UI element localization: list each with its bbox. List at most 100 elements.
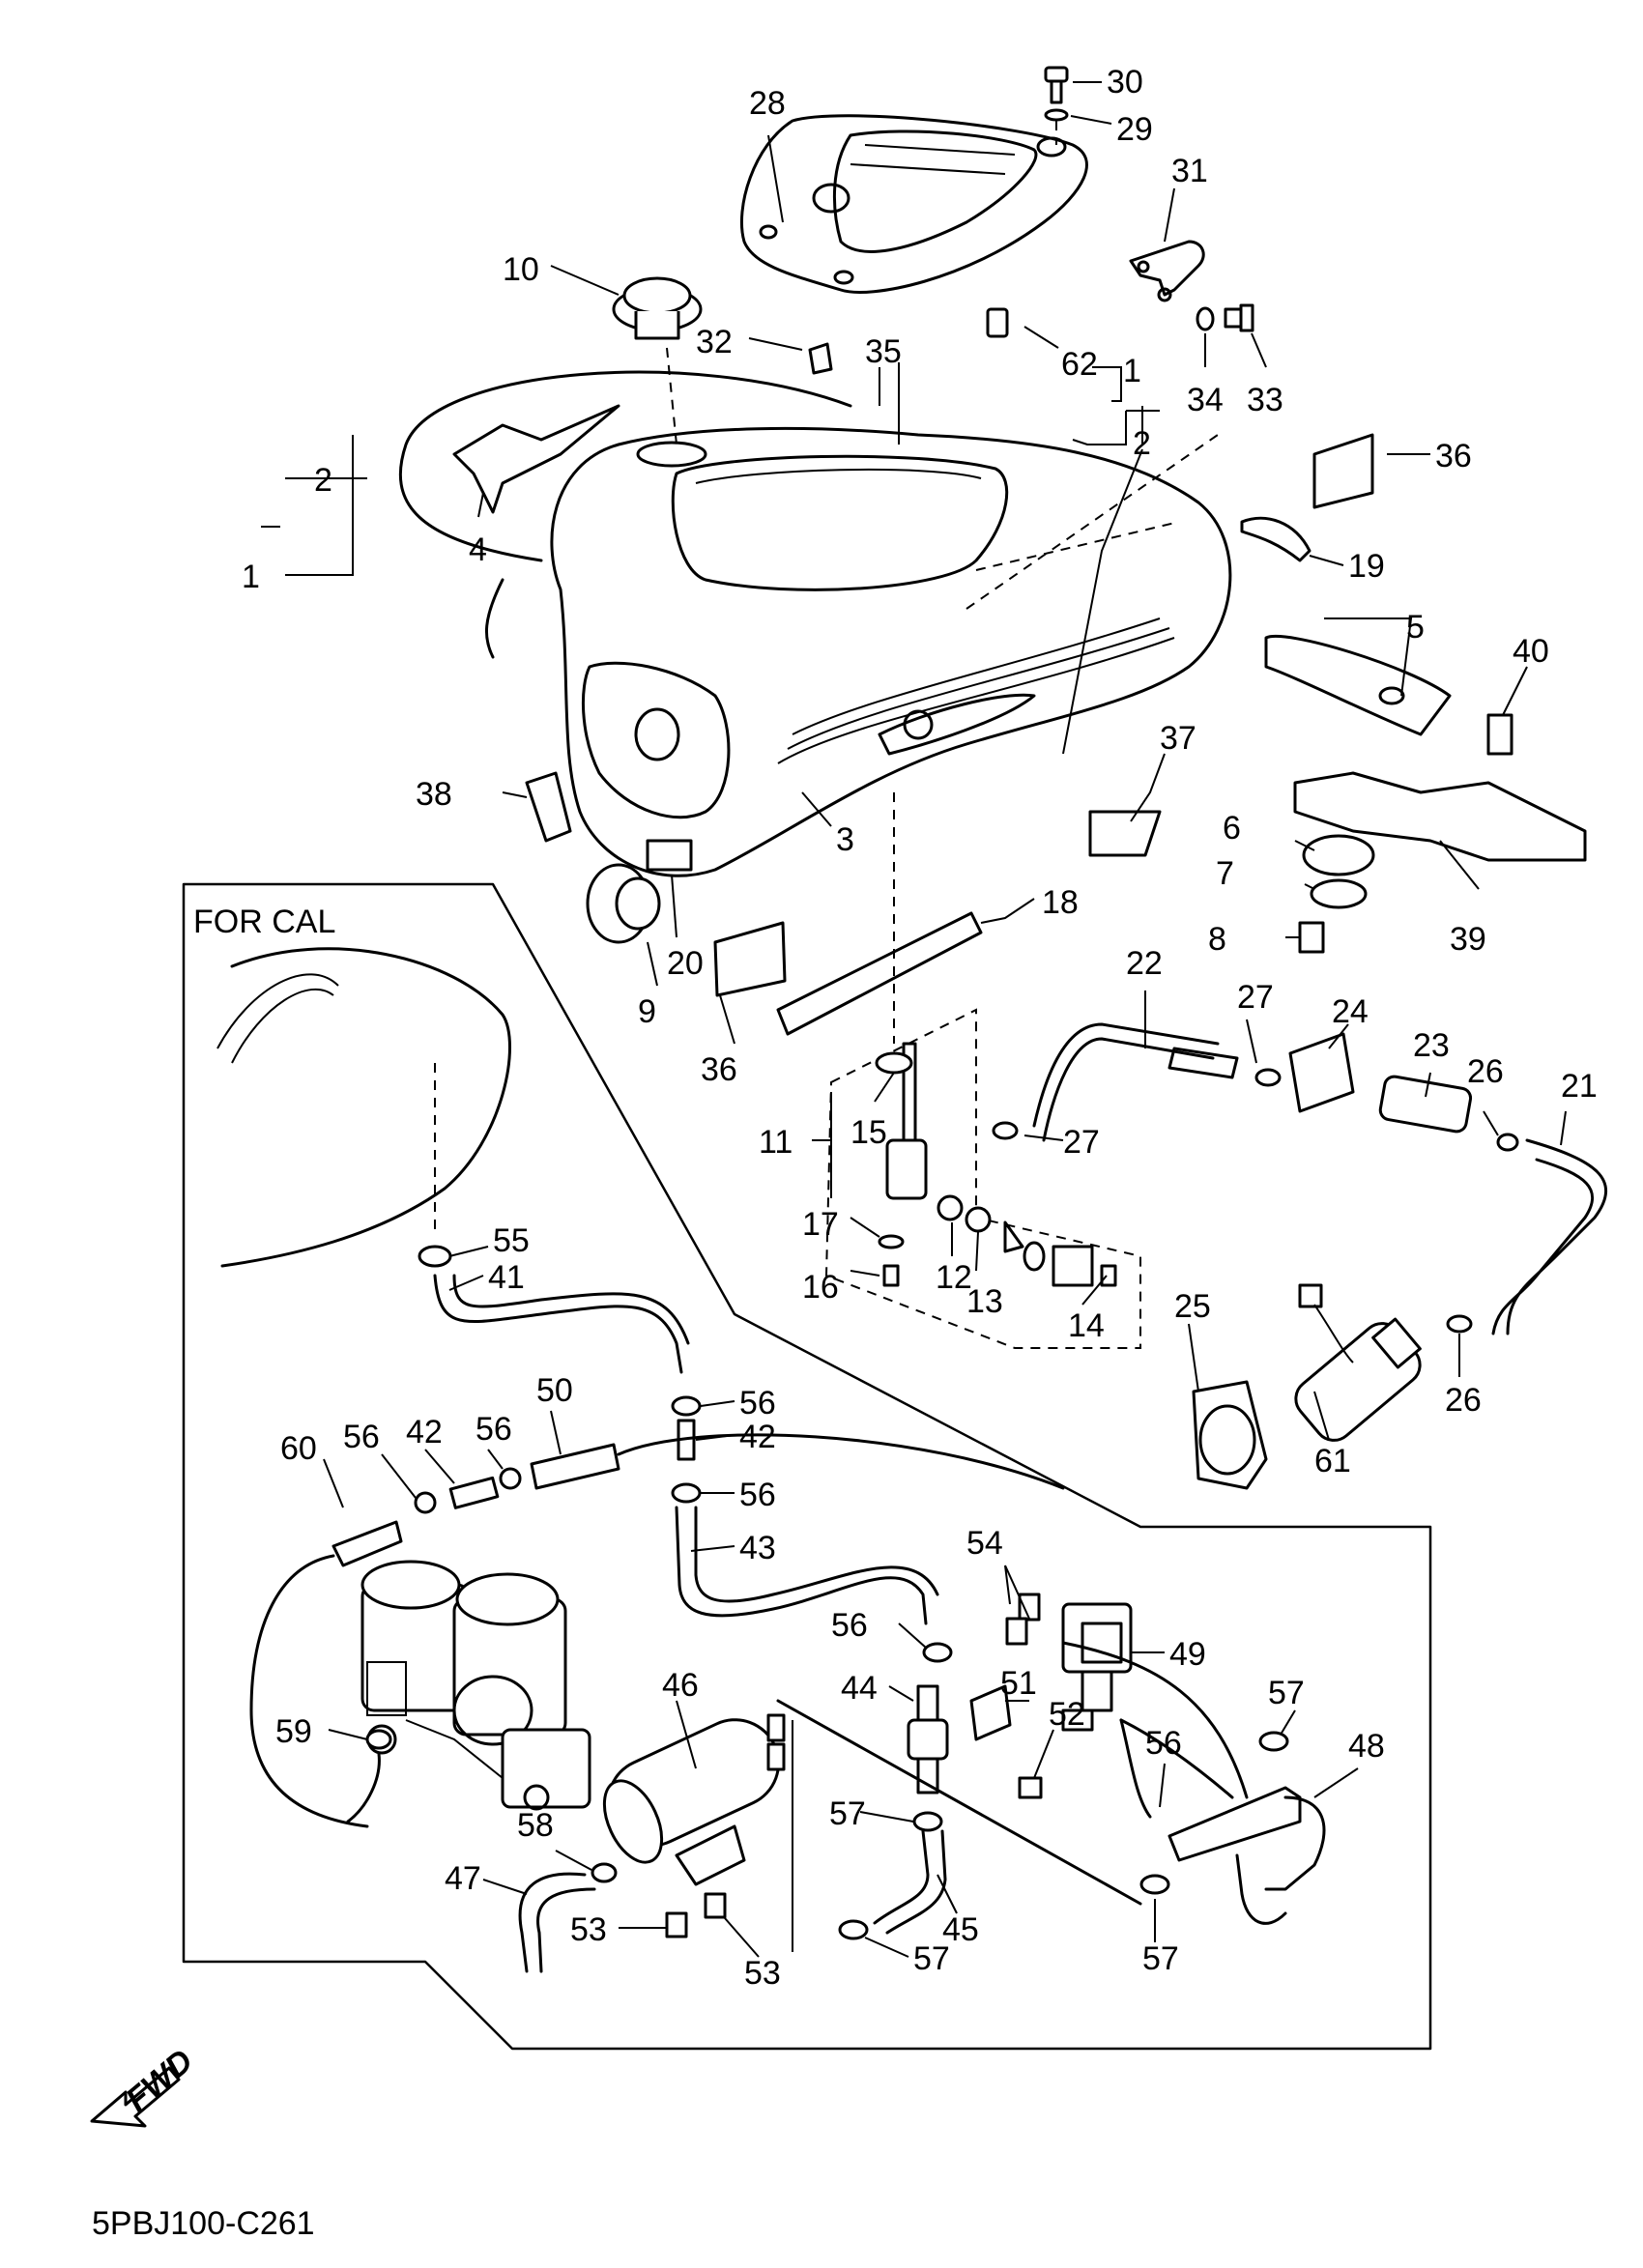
callout-5: 5 [1406, 609, 1425, 646]
hose-clamp-part [838, 1919, 869, 1940]
vent-hose-part [675, 1506, 939, 1625]
hose-clamp-part [1446, 1314, 1473, 1334]
callout-57c: 57 [913, 1940, 950, 1977]
rear-bracket-part [1264, 635, 1587, 862]
fuel-cap-part [612, 276, 703, 445]
holder-part [969, 1684, 1012, 1741]
callout-18: 18 [1042, 884, 1079, 921]
callout-56c: 56 [739, 1385, 776, 1421]
callout-57d: 57 [1142, 1940, 1179, 1977]
callout-29: 29 [1116, 111, 1153, 148]
callout-38: 38 [416, 776, 452, 813]
hose-part [873, 1829, 947, 1935]
bolt-part [1298, 921, 1325, 954]
callout-37: 37 [1160, 720, 1196, 757]
fuel-filter-part [1378, 1075, 1473, 1134]
callout-22: 22 [1126, 945, 1163, 982]
hose-clamp-part [671, 1395, 702, 1417]
label-sticker-part [1088, 810, 1162, 857]
fwd-arrow-icon [90, 2066, 181, 2128]
callout-12: 12 [936, 1259, 972, 1296]
bracket-part [1129, 240, 1254, 332]
carburetor-part [360, 1560, 591, 1811]
hose-clamp-part [1258, 1731, 1289, 1752]
callout-55: 55 [493, 1222, 530, 1259]
callout-9: 9 [638, 993, 656, 1030]
callout-27a: 27 [1237, 979, 1274, 1016]
callout-4: 4 [469, 531, 487, 568]
screw-part [1005, 1617, 1028, 1646]
callout-26a: 26 [1467, 1053, 1504, 1090]
tank-emblem-panel-part [398, 370, 852, 659]
hose-clamp-part [365, 1729, 392, 1750]
diagram-code: 5PBJ100-C261 [92, 2205, 315, 2242]
callout-51: 51 [1000, 1665, 1037, 1702]
vent-hose-part [433, 1274, 690, 1374]
callout-52: 52 [1049, 1696, 1085, 1733]
callout-41: 41 [488, 1259, 525, 1296]
hose-clamp-part [671, 1482, 702, 1504]
callout-1b: 1 [1123, 353, 1141, 389]
callout-35: 35 [865, 333, 902, 370]
hose-part [530, 1443, 620, 1490]
tank-outline-part [220, 947, 511, 1268]
fuel-cock-part [824, 792, 1141, 1349]
callout-31: 31 [1171, 153, 1208, 189]
callout-25: 25 [1174, 1288, 1211, 1325]
hose-end-part [1167, 1047, 1239, 1079]
screw-part [1018, 1593, 1041, 1622]
callout-3: 3 [836, 821, 854, 858]
callout-7: 7 [1216, 855, 1234, 892]
bolt-part [704, 1892, 727, 1919]
hose-clamp-part [912, 1811, 943, 1832]
bolt-part [665, 1911, 688, 1938]
callout-59: 59 [275, 1713, 312, 1750]
pad-part [525, 771, 572, 843]
callout-8: 8 [1208, 921, 1226, 958]
callout-26b: 26 [1445, 1382, 1482, 1419]
callout-23: 23 [1413, 1027, 1450, 1064]
hose-part [249, 1520, 403, 1828]
callout-14: 14 [1068, 1307, 1105, 1344]
screw-part [1018, 1776, 1043, 1799]
hose-clamp-part [992, 1121, 1019, 1140]
cover-bolt-part [1044, 66, 1069, 145]
callout-57b: 57 [829, 1795, 866, 1832]
callout-19: 19 [1348, 548, 1385, 585]
callout-58: 58 [517, 1807, 554, 1844]
callout-24: 24 [1332, 993, 1369, 1030]
hose-part [518, 1872, 596, 1973]
joint-part [448, 1476, 500, 1509]
callout-labels: 30 29 28 31 10 32 62 34 33 35 1 2 36 19 … [193, 64, 1598, 1992]
callout-56b: 56 [343, 1419, 380, 1455]
callout-49: 49 [1169, 1636, 1206, 1673]
hose-clamp-part [591, 1862, 618, 1883]
tank-cover-part [739, 114, 1088, 294]
callout-53a: 53 [570, 1911, 607, 1948]
hose-clamp-part [414, 1491, 437, 1514]
callout-42b: 42 [739, 1419, 776, 1455]
callout-32: 32 [696, 324, 733, 360]
hose-clamp-part [1139, 1874, 1170, 1895]
callout-36b: 36 [701, 1051, 737, 1088]
check-valve-part [916, 1684, 939, 1722]
callout-44: 44 [841, 1670, 878, 1707]
callout-30: 30 [1107, 64, 1143, 100]
callout-43: 43 [739, 1530, 776, 1566]
callout-56a: 56 [476, 1411, 512, 1448]
leader-lines [261, 81, 1567, 1958]
hose-clamp-part [1254, 1068, 1282, 1087]
callout-42a: 42 [406, 1414, 443, 1450]
callout-2a: 2 [314, 462, 332, 499]
callout-1a: 1 [242, 559, 260, 595]
hose-clamp-part [922, 1642, 953, 1663]
callout-27b: 27 [1063, 1124, 1100, 1161]
hose-clamp-part [1496, 1133, 1519, 1152]
callout-62: 62 [1061, 346, 1098, 383]
callout-53b: 53 [744, 1955, 781, 1992]
callout-34: 34 [1187, 382, 1224, 418]
callout-36a: 36 [1435, 438, 1472, 474]
callout-20: 20 [667, 945, 704, 982]
filter-bracket-part [1288, 1032, 1355, 1113]
bolt-part [1486, 713, 1513, 756]
